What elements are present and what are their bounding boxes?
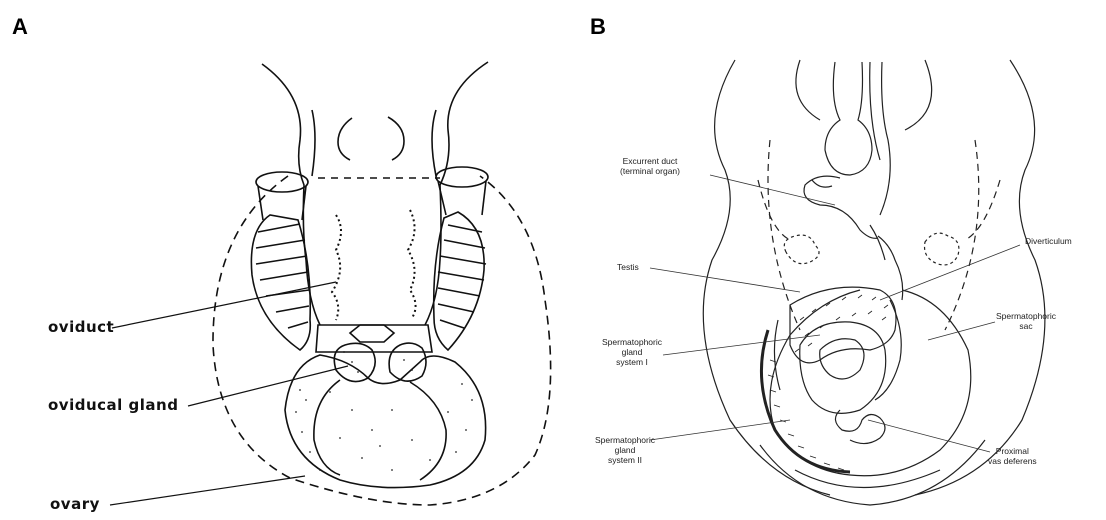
label-gland2-line2: gland [595, 445, 655, 455]
label-gland1-line3: system I [602, 357, 662, 367]
label-excurrent-duct: Excurrent duct (terminal organ) [620, 156, 680, 176]
label-excurrent-duct-line2: (terminal organ) [620, 166, 680, 176]
spermatophoric-sac [770, 290, 971, 476]
label-gland2-line3: system II [595, 455, 655, 465]
panel-a-letter: A [12, 14, 28, 40]
label-pvd-line1: Proximal [988, 446, 1037, 456]
label-pvd-line2: vas deferens [988, 456, 1037, 466]
testis-leader [650, 268, 800, 292]
label-spermatophoric-sac: Spermatophoric sac [996, 311, 1056, 331]
label-sac-line1: Spermatophoric [996, 311, 1056, 321]
gland-system-2-leader [650, 420, 790, 440]
label-gland2-line1: Spermatophoric [595, 435, 655, 445]
proximal-vas-deferens [835, 410, 885, 444]
label-oviducal-gland: oviducal gland [48, 396, 178, 414]
excurrent-duct [804, 176, 878, 238]
panel-b-letter: B [590, 14, 606, 40]
label-gland-system-2: Spermatophoric gland system II [595, 435, 655, 465]
label-gland1-line2: gland [602, 347, 662, 357]
label-proximal-vas-deferens: Proximal vas deferens [988, 446, 1037, 466]
label-ovary: ovary [50, 495, 100, 513]
label-gland-system-1: Spermatophoric gland system I [602, 337, 662, 367]
label-sac-line2: sac [996, 321, 1056, 331]
label-testis: Testis [617, 262, 639, 272]
label-oviduct: oviduct [48, 318, 114, 336]
diverticulum [875, 300, 901, 400]
label-gland1-line1: Spermatophoric [602, 337, 662, 347]
label-diverticulum: Diverticulum [1025, 236, 1072, 246]
label-excurrent-duct-line1: Excurrent duct [620, 156, 680, 166]
testis [790, 287, 896, 363]
diverticulum-leader [880, 245, 1020, 300]
excurrent-duct-leader [710, 175, 835, 205]
proximal-vd-leader [868, 420, 990, 452]
gland-system-1-leader [663, 335, 820, 355]
